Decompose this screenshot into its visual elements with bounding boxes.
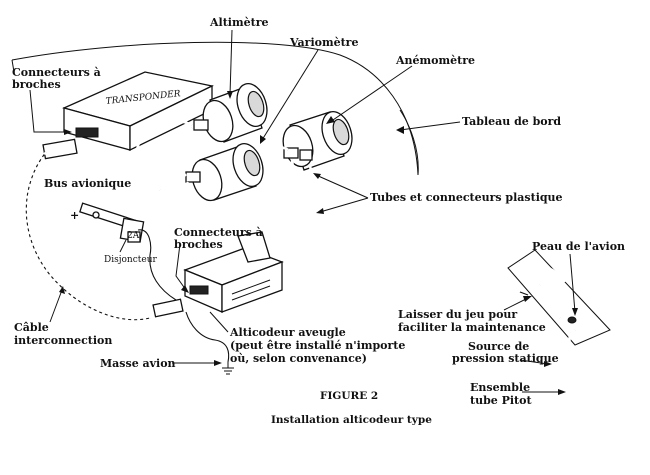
ground-wire xyxy=(185,311,230,363)
label-altimetre: Altimètre xyxy=(209,16,269,29)
leader-arrow-icon xyxy=(64,129,72,135)
label-connecteurs-top-line1: Connecteurs à xyxy=(12,66,101,79)
leader-arrow-icon xyxy=(558,389,566,395)
airspeed-instrument xyxy=(282,110,353,171)
label-alticodeur-line1: Alticodeur aveugle xyxy=(229,326,346,339)
transponder-unit: TRANSPONDER xyxy=(62,71,214,152)
label-jeu-line2: faciliter la maintenance xyxy=(398,321,546,334)
label-bus-avionique: Bus avionique xyxy=(44,177,131,190)
label-alticodeur-line3: où, selon convenance) xyxy=(230,352,367,365)
label-source-line2: pression statique xyxy=(452,352,559,365)
label-tableau-de-bord: Tableau de bord xyxy=(462,115,561,128)
leader-arrow-icon xyxy=(313,173,321,179)
aircraft-skin xyxy=(507,249,611,401)
transponder-connector xyxy=(75,127,99,138)
label-connecteurs-mid-line2: broches xyxy=(174,238,223,251)
fuse-value: 2A xyxy=(127,231,140,241)
label-masse-avion: Masse avion xyxy=(100,357,176,370)
ground-symbol-icon xyxy=(222,362,234,375)
leader-arrow-icon xyxy=(396,126,404,134)
label-connecteurs-mid-line1: Connecteurs à xyxy=(174,226,263,239)
instrument-panel-outline xyxy=(11,41,419,176)
label-ensemble-line2: tube Pitot xyxy=(470,394,532,407)
label-tubes-connecteurs: Tubes et connecteurs plastique xyxy=(370,191,563,204)
label-plus: + xyxy=(70,209,79,222)
leader-arrow-icon xyxy=(59,286,65,294)
label-cable-line2: interconnection xyxy=(14,334,112,347)
leader-arrow-icon xyxy=(214,360,222,366)
cable-plug-top xyxy=(42,138,78,160)
alticoder-unit xyxy=(152,231,284,318)
label-anemometre: Anémomètre xyxy=(395,54,475,67)
avionics-bus: 2A xyxy=(79,202,177,301)
label-disjoncteur: Disjoncteur xyxy=(104,255,157,265)
label-variometre: Variomètre xyxy=(289,36,358,49)
label-source-line1: Source de xyxy=(468,340,529,353)
leader-arrow-icon xyxy=(523,296,532,302)
label-ensemble-line1: Ensemble xyxy=(470,381,530,394)
figure-number: FIGURE 2 xyxy=(320,390,378,402)
label-cable-line1: Câble xyxy=(14,321,49,334)
leader-arrow-icon xyxy=(316,208,324,214)
leader-arrow-icon xyxy=(572,308,578,316)
altimeter-instrument xyxy=(193,82,268,143)
leader-arrow-icon xyxy=(544,361,552,367)
leader-arrow-icon xyxy=(326,116,335,124)
label-alticodeur-line2: (peut être installé n'importe xyxy=(230,339,405,352)
leader-arrow-icon xyxy=(227,91,233,99)
leader-arrow-icon xyxy=(181,285,189,293)
figure-caption: Installation alticodeur type xyxy=(271,414,432,426)
variometer-instrument xyxy=(185,142,264,202)
interconnect-cable xyxy=(25,151,151,321)
leader-arrow-icon xyxy=(260,135,266,144)
label-connecteurs-top-line2: broches xyxy=(12,78,61,91)
label-jeu-line1: Laisser du jeu pour xyxy=(398,308,517,321)
label-peau-avion: Peau de l'avion xyxy=(532,240,625,253)
leader-lines xyxy=(29,29,578,395)
